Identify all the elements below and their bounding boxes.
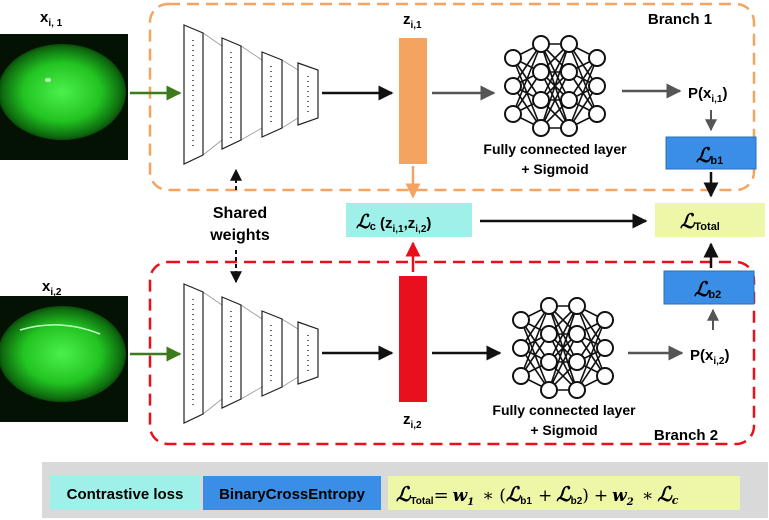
neuron-node	[588, 105, 606, 123]
neuron-node	[540, 353, 558, 371]
fc-label-1-line2: + Sigmoid	[521, 161, 588, 177]
neuron-node	[504, 49, 522, 67]
shared-weights-line2: weights	[209, 227, 270, 244]
prob-label-1: P(xi,1)	[688, 85, 727, 105]
neuron-node	[560, 119, 578, 137]
lb2-box	[663, 270, 755, 305]
legend-contrastive-label: Contrastive loss	[67, 486, 184, 503]
neuron-node	[504, 105, 522, 123]
neuron-node	[512, 339, 530, 357]
neuron-node	[568, 297, 586, 315]
contrastive-loss-box	[346, 203, 472, 237]
neuron-node	[596, 311, 614, 329]
legend-equation: ℒTotal=w1∗ (ℒb1+ℒb2)+w2∗ℒc	[396, 482, 679, 508]
fc-network-icon-2	[512, 297, 614, 399]
branch1-frame	[148, 2, 756, 192]
shared-weights-line1: Shared	[213, 205, 267, 222]
lb1-label: ℒb1	[696, 143, 723, 167]
legend-contrastive-swatch	[50, 476, 200, 510]
neuron-node	[532, 63, 550, 81]
neuron-node	[540, 381, 558, 399]
total-loss-box	[655, 203, 765, 237]
neuron-node	[512, 311, 530, 329]
contrastive-loss-label: ℒc (zi,1,zi,2)	[356, 211, 431, 235]
neuron-node	[512, 367, 530, 385]
neuron-node	[560, 91, 578, 109]
fc-label-1-line1: Fully connected layer	[483, 141, 627, 157]
legend-equation-box	[388, 476, 740, 510]
total-loss-label: ℒTotal	[680, 209, 720, 233]
lb2-label: ℒb2	[694, 277, 721, 301]
input-image-1	[0, 34, 128, 160]
neuron-node	[540, 325, 558, 343]
neuron-node	[540, 297, 558, 315]
embedding-bar-1	[399, 38, 427, 164]
neuron-node	[596, 367, 614, 385]
neuron-node	[568, 353, 586, 371]
neuron-node	[596, 339, 614, 357]
branch2-frame	[148, 260, 756, 446]
neuron-node	[568, 381, 586, 399]
legend-bce-label: BinaryCrossEntropy	[219, 486, 366, 503]
neuron-node	[532, 35, 550, 53]
neuron-node	[588, 49, 606, 67]
fc-label-2-line2: + Sigmoid	[530, 422, 597, 438]
neuron-node	[532, 119, 550, 137]
input-label-1: xi, 1	[40, 9, 63, 29]
cnn-encoder-1	[183, 24, 319, 165]
prob-label-2: P(xi,2)	[690, 347, 729, 367]
neuron-node	[560, 35, 578, 53]
cnn-encoder-2	[183, 283, 319, 424]
embedding-bar-2	[399, 276, 427, 402]
neuron-node	[532, 91, 550, 109]
fc-network-icon-1	[504, 35, 606, 137]
neuron-node	[568, 325, 586, 343]
lb1-box	[665, 136, 757, 170]
z-label-2: zi,2	[403, 411, 422, 431]
branch2-title: Branch 2	[654, 427, 718, 444]
input-image-2	[0, 296, 128, 422]
neuron-node	[588, 77, 606, 95]
neuron-node	[504, 77, 522, 95]
fc-label-2-line1: Fully connected layer	[492, 402, 636, 418]
input-label-2: xi,2	[42, 278, 62, 298]
z-label-1: zi,1	[403, 11, 422, 31]
branch1-title: Branch 1	[648, 11, 712, 28]
legend-bce-swatch	[203, 476, 381, 510]
neuron-node	[560, 63, 578, 81]
